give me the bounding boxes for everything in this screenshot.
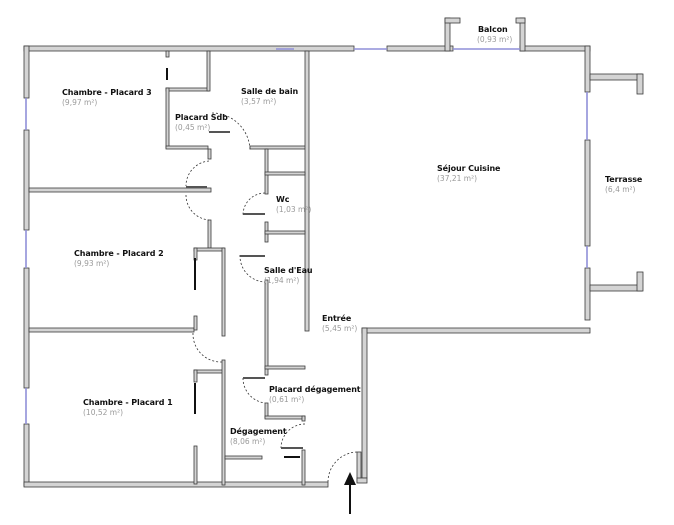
room-area: (37,21 m²) — [437, 174, 478, 183]
closet-doors — [166, 68, 300, 458]
room-area: (0,93 m²) — [477, 35, 513, 44]
room-area: (9,97 m²) — [62, 98, 98, 107]
room-name: Placard Sdb — [175, 113, 228, 122]
windows — [25, 48, 588, 424]
room-area: (0,61 m²) — [269, 395, 305, 404]
room-name: Wc — [276, 195, 290, 204]
room-area: (5,45 m²) — [322, 324, 358, 333]
door-leaves — [186, 131, 303, 449]
room-name: Chambre - Placard 2 — [74, 249, 164, 258]
room-area: (9,93 m²) — [74, 259, 110, 268]
room-area: (1,94 m²) — [264, 276, 300, 285]
room-area: (3,57 m²) — [241, 97, 277, 106]
room-name: Placard dégagement — [269, 385, 361, 394]
room-area: (8,06 m²) — [230, 437, 266, 446]
room-area: (1,03 m²) — [276, 205, 312, 214]
room-name: Balcon — [478, 25, 508, 34]
room-area: (6,4 m²) — [605, 185, 636, 194]
room-name: Chambre - Placard 3 — [62, 88, 152, 97]
room-name: Entrée — [322, 314, 352, 323]
room-name: Dégagement — [230, 427, 287, 436]
room-name: Séjour Cuisine — [437, 164, 501, 173]
entrance-arrow-icon — [344, 472, 356, 514]
room-area: (10,52 m²) — [83, 408, 124, 417]
door-swings — [185, 112, 358, 483]
room-name: Terrasse — [605, 175, 643, 184]
room-name: Salle de bain — [241, 87, 299, 96]
room-area: (0,45 m²) — [175, 123, 211, 132]
room-name: Chambre - Placard 1 — [83, 398, 173, 407]
walls — [23, 17, 644, 488]
room-name: Salle d'Eau — [264, 266, 313, 275]
